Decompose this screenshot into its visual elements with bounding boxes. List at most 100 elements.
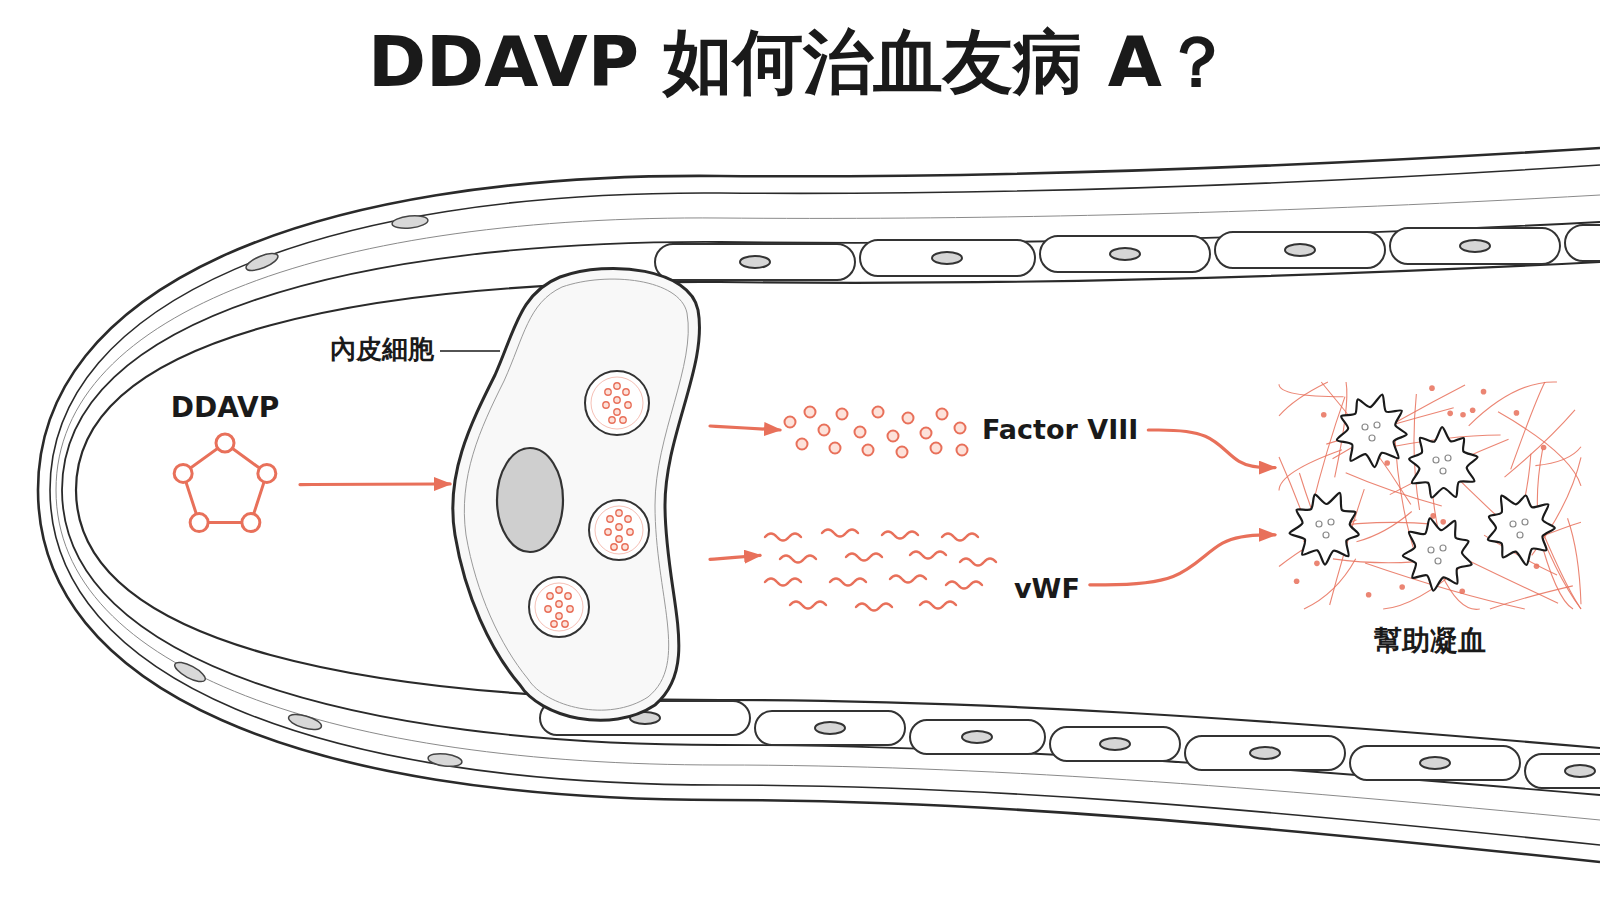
vessel-wall-line [62, 222, 1600, 795]
factor-viii-particle [888, 431, 899, 442]
platelet-granule [1328, 519, 1334, 525]
clot-node: 幫助凝血 [1275, 378, 1585, 658]
platelet [1290, 493, 1359, 565]
fibrin-strand [1279, 384, 1344, 397]
granule-content [556, 587, 562, 593]
endothelial-lining-cell [1350, 746, 1520, 780]
factor-viii-particle [937, 409, 948, 420]
fibrin-strand [1335, 382, 1347, 477]
result-label: 幫助凝血 [1374, 623, 1486, 658]
platelet-granule [1374, 422, 1380, 428]
fibrin-node [1459, 589, 1465, 595]
granule-content [603, 402, 609, 408]
granule-content [623, 389, 629, 395]
cell-nucleus [932, 252, 962, 264]
granule-content [620, 417, 626, 423]
vwf-strand [780, 556, 816, 563]
fibrin-strand [1279, 382, 1328, 416]
endothelial-lining-cell [1185, 736, 1345, 770]
cell-nucleus [1250, 747, 1280, 759]
storage-granule [589, 500, 649, 560]
fibrin-node [1429, 385, 1435, 391]
endothelial-lining-cell [860, 240, 1035, 276]
vwf-strand [822, 530, 858, 537]
cell-nucleus [815, 722, 845, 734]
muscle-nucleus [287, 712, 323, 733]
platelet-granule [1522, 519, 1528, 525]
fibrin-node [1314, 561, 1320, 567]
factor-viii-particle [957, 445, 968, 456]
vwf-strand [960, 559, 996, 566]
endothelial-cell-drawing [450, 265, 710, 725]
molecule-label: DDAVP [171, 390, 279, 425]
fibrin-node [1514, 410, 1520, 416]
factor-viii-particle [785, 417, 796, 428]
granule-content [607, 516, 613, 522]
fibrin-strand [1279, 457, 1301, 511]
factor-label: vWF [1014, 572, 1080, 606]
platelet-granule [1517, 532, 1523, 538]
platelet [1337, 395, 1407, 468]
fibrin-node [1481, 389, 1487, 395]
endothelial-lining-cell [1390, 228, 1560, 264]
platelet-body [1409, 427, 1477, 497]
platelet-granule [1440, 545, 1446, 551]
platelet-granule [1323, 532, 1329, 538]
granule-content [551, 621, 557, 627]
granule-content [622, 544, 628, 550]
vessel-wall-line [56, 195, 1600, 820]
factor-viii-particle [855, 427, 866, 438]
fibrin-node [1366, 592, 1372, 598]
factor-viii-particle [837, 409, 848, 420]
vwf-strand [920, 602, 956, 609]
fibrin-strand [1304, 559, 1356, 609]
granule-membrane [589, 500, 649, 560]
granule-content [616, 510, 622, 516]
platelet-granule [1428, 547, 1434, 553]
granule-content [616, 524, 622, 530]
platelet-granule [1445, 455, 1451, 461]
vessel-wall-line [50, 165, 1600, 845]
platelet-body [1337, 395, 1407, 468]
muscle-nucleus [244, 250, 280, 274]
endothelial-lining-cell [655, 244, 855, 280]
fibrin-node [1447, 411, 1453, 417]
platelet-body [1488, 495, 1555, 565]
platelet-granule [1369, 435, 1375, 441]
vwf-strands [760, 525, 1000, 620]
cell-label: 內皮細胞 [330, 333, 434, 366]
fibrin-strand [1469, 382, 1557, 426]
fibrin-strand [1511, 382, 1545, 469]
fibrin-node [1470, 407, 1476, 413]
cell-nucleus [1420, 757, 1450, 769]
endothelial-lining-cell [1215, 232, 1385, 268]
granule-inner [535, 583, 583, 631]
granule-content [625, 402, 631, 408]
molecule-ring [183, 443, 267, 523]
fibrin-strand [1505, 410, 1575, 477]
platelet-granule [1316, 521, 1322, 527]
cell-nucleus [1565, 765, 1595, 777]
granule-content [545, 606, 551, 612]
cell-nucleus [1100, 738, 1130, 750]
vessel-wall [38, 148, 1600, 862]
molecule-atom [216, 434, 234, 452]
muscle-nucleus [427, 752, 462, 768]
leader-line [440, 350, 500, 352]
platelet [1409, 427, 1477, 497]
cell-nucleus [497, 448, 563, 552]
cell-nucleus [740, 256, 770, 268]
platelet-granule [1362, 424, 1368, 430]
granule-content [625, 516, 631, 522]
fibrin-node [1294, 579, 1300, 585]
endothelium-top [655, 225, 1600, 280]
granule-content [556, 613, 562, 619]
factor-viii-particle [897, 447, 908, 458]
vwf-strand [942, 534, 978, 541]
fibrin-node [1384, 460, 1390, 466]
factor-viii-particle [830, 443, 841, 454]
granule-content [547, 593, 553, 599]
granule-content [614, 409, 620, 415]
platelet-body [1403, 518, 1472, 590]
